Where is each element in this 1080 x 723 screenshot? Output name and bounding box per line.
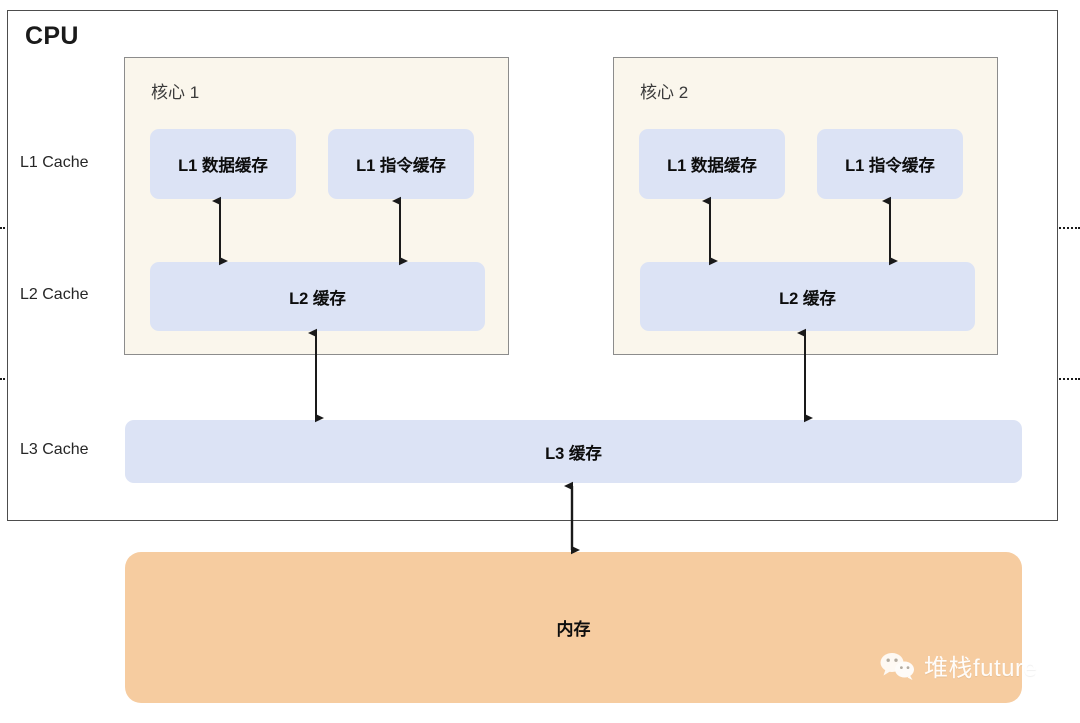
l2-cache-core2: L2 缓存	[640, 262, 975, 331]
level-label-l1: L1 Cache	[20, 154, 89, 171]
l3-cache: L3 缓存	[125, 420, 1022, 483]
l1-data-cache-core2: L1 数据缓存	[639, 129, 785, 199]
l1-instruction-cache-core1: L1 指令缓存	[328, 129, 474, 199]
wechat-icon	[880, 652, 914, 680]
l1-data-cache-core1: L1 数据缓存	[150, 129, 296, 199]
watermark-label: 堆栈future	[924, 655, 1038, 682]
l1-instruction-cache-core2: L1 指令缓存	[817, 129, 963, 199]
watermark: 堆栈future	[878, 648, 1037, 683]
memory-block: 内存	[125, 552, 1022, 703]
level-label-l3: L3 Cache	[20, 441, 89, 458]
level-label-l2: L2 Cache	[20, 286, 89, 303]
core-title-1: 核心 1	[151, 83, 200, 102]
l2-cache-core1: L2 缓存	[150, 262, 485, 331]
cpu-title: CPU	[25, 22, 79, 50]
core-title-2: 核心 2	[640, 83, 689, 102]
